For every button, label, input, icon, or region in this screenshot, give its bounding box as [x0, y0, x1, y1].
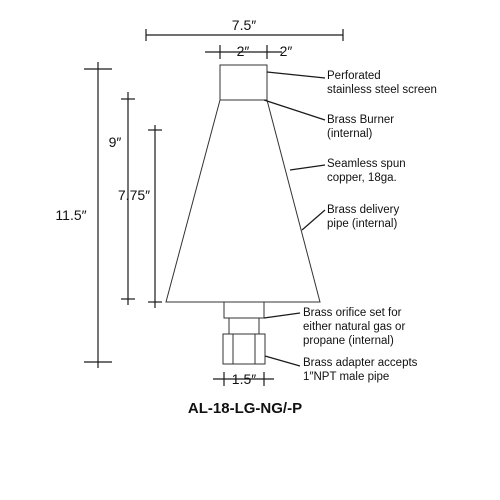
leader-copper: [289, 164, 326, 171]
leader-screen: [266, 71, 326, 79]
torch-body: [165, 64, 321, 365]
callout-leaders: [263, 71, 326, 367]
leader-delivery-pipe: [301, 209, 326, 231]
perforated-screen: [219, 64, 268, 101]
dim-cone-height-label: 7.75″: [118, 187, 150, 203]
callout-burner: Brass Burner (internal): [327, 114, 397, 140]
leader-burner: [263, 99, 326, 121]
dim-height-to-screen-label: 9″: [109, 134, 122, 150]
dim-screen-left-label: 2″: [237, 43, 250, 59]
brass-adapter: [222, 333, 266, 365]
dim-overall-width: 7.5″: [145, 17, 344, 41]
leader-orifice: [263, 312, 301, 319]
orifice-fitting: [228, 317, 260, 335]
dim-cone-height: 7.75″: [118, 125, 162, 308]
callout-delivery-pipe: Brass delivery pipe (internal): [327, 204, 402, 230]
copper-cone: [165, 99, 321, 303]
callout-adapter: Brass adapter accepts 1″NPT male pipe: [303, 357, 421, 383]
callout-orifice: Brass orifice set for either natural gas…: [303, 307, 409, 347]
dim-screen-width: 2″ 2″: [205, 43, 292, 59]
model-number: AL-18-LG-NG/-P: [188, 400, 302, 417]
dim-base-width: 1.5″: [213, 371, 274, 387]
callout-screen: Perforated stainless steel screen: [327, 70, 437, 96]
leader-adapter: [264, 355, 301, 367]
dim-overall-height-label: 11.5″: [55, 207, 86, 223]
dim-base-width-label: 1.5″: [232, 371, 256, 387]
dim-height-to-screen: 9″: [109, 92, 135, 305]
callout-copper: Seamless spun copper, 18ga.: [327, 158, 409, 184]
dim-overall-width-label: 7.5″: [232, 17, 256, 33]
dim-overall-height: 11.5″: [55, 62, 112, 368]
dim-screen-right-label: 2″: [280, 43, 293, 59]
orifice-fitting-collar: [223, 301, 265, 319]
